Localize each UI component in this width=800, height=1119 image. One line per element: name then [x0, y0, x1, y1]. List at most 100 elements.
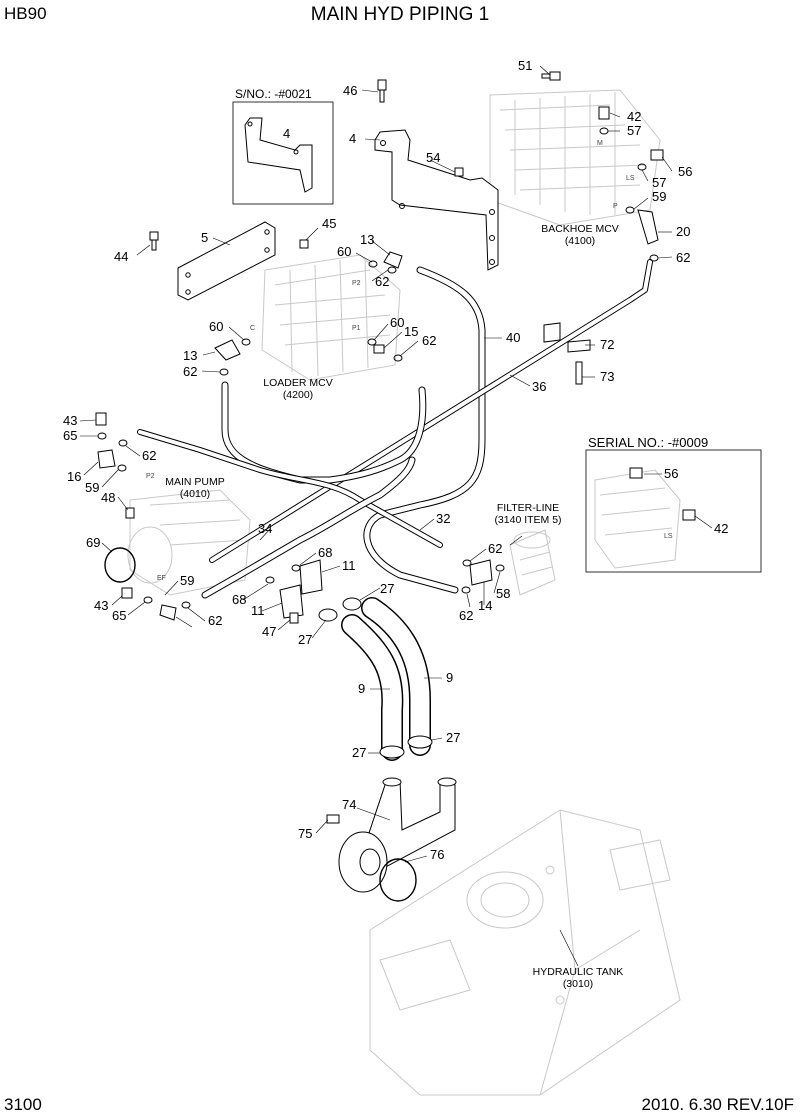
filter-line-body — [509, 529, 556, 596]
leader-lines — [79, 65, 713, 967]
callout-44: 44 — [114, 249, 128, 264]
callout-27: 27 — [380, 581, 394, 596]
hose-pump-loader — [201, 456, 416, 599]
callout-62: 62 — [142, 448, 156, 463]
callout-73: 73 — [600, 369, 614, 384]
serial-caption: SERIAL NO.: -#0009 — [588, 435, 708, 450]
callout-68: 68 — [232, 592, 246, 607]
callout-72: 72 — [600, 337, 614, 352]
callouts: 51 46 42 57 4 4 54 56 57 59 20 62 45 44 … — [63, 58, 728, 862]
callout-59: 59 — [652, 189, 666, 204]
hose-34 — [221, 381, 427, 484]
callout-56: 56 — [664, 466, 678, 481]
callout-54: 54 — [426, 150, 440, 165]
callout-13: 13 — [183, 348, 197, 363]
callout-59: 59 — [180, 573, 194, 588]
captions: S/NO.: -#0021 BACKHOE MCV (4100) LOADER … — [165, 87, 708, 990]
callout-62: 62 — [375, 274, 389, 289]
callout-9: 9 — [446, 670, 453, 685]
callout-62: 62 — [422, 333, 436, 348]
callout-60: 60 — [337, 244, 351, 259]
callout-43: 43 — [63, 413, 77, 428]
callout-45: 45 — [322, 216, 336, 231]
callout-16: 16 — [67, 469, 81, 484]
backhoe-mcv-number: (4100) — [565, 235, 595, 247]
callout-13: 13 — [360, 232, 374, 247]
suction-hoses-9 — [341, 597, 431, 761]
callout-62: 62 — [459, 608, 473, 623]
callout-9: 9 — [358, 681, 365, 696]
callout-62: 62 — [208, 613, 222, 628]
callout-32: 32 — [436, 511, 450, 526]
suction-pipe-74 — [338, 777, 457, 893]
callout-59: 59 — [85, 480, 99, 495]
hydraulic-tank-body — [369, 809, 681, 1096]
sno-inset-box — [232, 101, 334, 205]
port-label: C — [250, 325, 255, 332]
callout-42: 42 — [714, 521, 728, 536]
callout-58: 58 — [496, 586, 510, 601]
callout-47: 47 — [262, 624, 276, 639]
callout-76: 76 — [430, 847, 444, 862]
bracket-4 — [374, 129, 499, 271]
port-labels: M LS P P2 C P1 P2 EF LS — [146, 140, 673, 582]
port-label: P — [613, 203, 618, 210]
callout-4: 4 — [349, 131, 356, 146]
callout-74: 74 — [342, 797, 356, 812]
callout-60: 60 — [209, 319, 223, 334]
port-label: LS — [626, 175, 635, 182]
callout-56: 56 — [678, 164, 692, 179]
filter-line-label: FILTER-LINE — [497, 502, 559, 514]
inset-bracket — [244, 117, 313, 193]
callout-57: 57 — [652, 175, 666, 190]
callout-42: 42 — [627, 109, 641, 124]
page-number: 3100 — [4, 1095, 42, 1114]
model-code: HB90 — [4, 4, 47, 23]
port-label: EF — [157, 575, 166, 582]
callout-60: 60 — [390, 315, 404, 330]
port-label: P1 — [352, 325, 361, 332]
callout-27: 27 — [352, 745, 366, 760]
callout-43: 43 — [94, 598, 108, 613]
callout-51: 51 — [518, 58, 532, 73]
callout-57: 57 — [627, 123, 641, 138]
o-ring-69 — [104, 547, 136, 583]
callout-15: 15 — [404, 324, 418, 339]
main-pump-body — [127, 489, 251, 596]
callout-48: 48 — [101, 490, 115, 505]
clamps-27 — [318, 597, 433, 759]
backhoe-mcv-label: BACKHOE MCV — [541, 223, 619, 235]
callout-65: 65 — [112, 608, 126, 623]
hose-40 — [363, 266, 486, 594]
loader-mcv-number: (4200) — [283, 389, 313, 401]
callout-62: 62 — [183, 364, 197, 379]
hydraulic-tank-number: (3010) — [563, 978, 593, 990]
o-ring-76 — [379, 858, 417, 902]
callout-36: 36 — [532, 379, 546, 394]
main-pump-label: MAIN PUMP — [165, 476, 225, 488]
callout-11: 11 — [342, 558, 356, 573]
sno-caption: S/NO.: -#0021 — [235, 87, 312, 101]
callout-62: 62 — [676, 250, 690, 265]
callout-14: 14 — [478, 598, 492, 613]
port-label: P2 — [146, 473, 155, 480]
callout-65: 65 — [63, 428, 77, 443]
callout-40: 40 — [506, 330, 520, 345]
port-label: LS — [664, 533, 673, 540]
page-title: MAIN HYD PIPING 1 — [310, 4, 490, 25]
pipe-36 — [209, 259, 653, 563]
backhoe-mcv-body — [489, 89, 661, 226]
fittings — [95, 71, 696, 824]
callout-34: 34 — [258, 521, 272, 536]
port-label: P2 — [352, 280, 361, 287]
pipe-32 — [137, 429, 443, 548]
callout-27: 27 — [298, 632, 312, 647]
callout-68: 68 — [318, 545, 332, 560]
filter-line-number: (3140 ITEM 5) — [494, 514, 561, 526]
serial-inset-box — [585, 449, 762, 573]
main-pump-number: (4010) — [180, 488, 210, 500]
callout-4-inset: 4 — [283, 126, 290, 141]
port-label: M — [597, 140, 603, 147]
callout-69: 69 — [86, 535, 100, 550]
